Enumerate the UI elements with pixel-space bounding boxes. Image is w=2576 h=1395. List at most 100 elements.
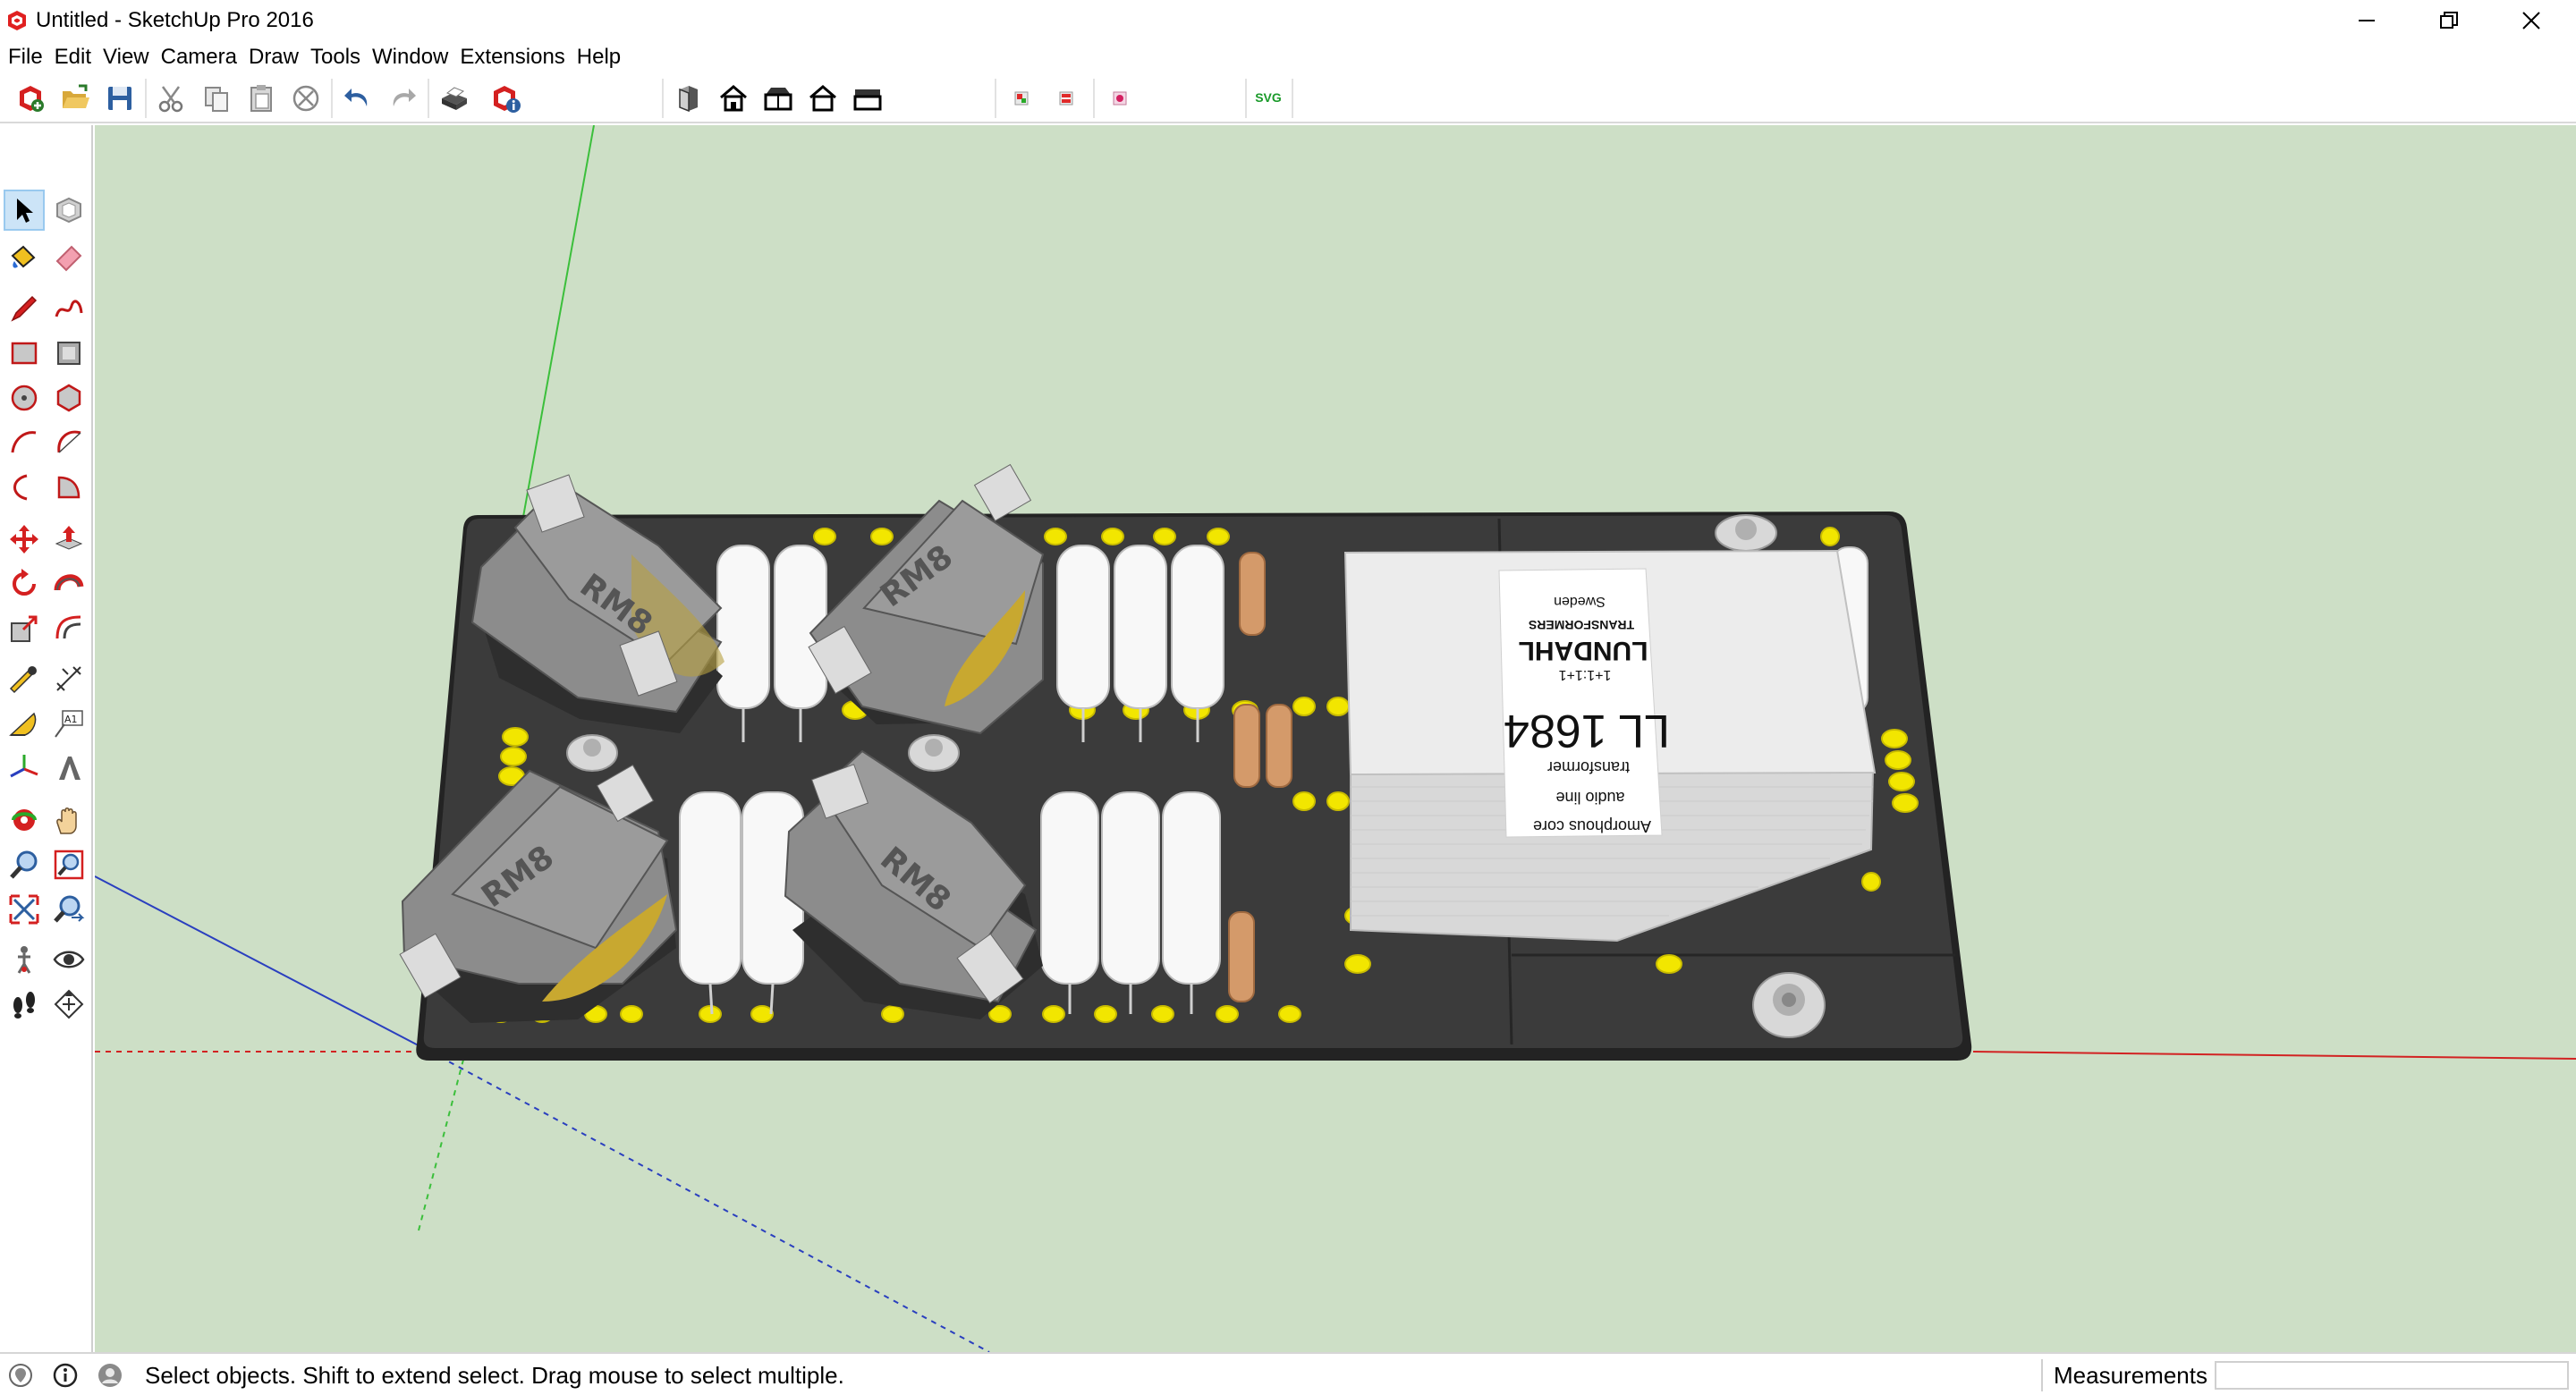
minimize-button[interactable] (2326, 0, 2408, 41)
paint-bucket-tool-button[interactable] (4, 236, 45, 277)
follow-me-icon (54, 574, 84, 591)
iso-view-button[interactable] (669, 79, 708, 118)
print-button[interactable] (435, 79, 474, 118)
open-button[interactable] (55, 79, 95, 118)
menu-edit[interactable]: Edit (54, 45, 92, 69)
close-button[interactable] (2490, 0, 2572, 41)
pan-hand-icon (56, 807, 77, 834)
scale-tool-button[interactable] (4, 608, 45, 649)
user-account-button[interactable] (95, 1360, 125, 1391)
credits-info-button[interactable] (50, 1360, 80, 1391)
paint-bucket-icon (11, 245, 36, 268)
dimension-icon (56, 666, 81, 691)
right-view-button[interactable] (803, 79, 843, 118)
window-title: Untitled - SketchUp Pro 2016 (36, 8, 314, 32)
cut-icon (158, 86, 183, 113)
scale-icon (11, 615, 38, 642)
text-tool-button[interactable]: A1 (48, 703, 89, 744)
make-component-tool-button[interactable] (48, 190, 89, 231)
export-red-button[interactable] (1046, 79, 1086, 118)
polygon-tool-button[interactable] (48, 377, 89, 418)
orbit-tool-button[interactable] (4, 799, 45, 841)
position-camera-tool-button[interactable] (4, 939, 45, 980)
redo-button[interactable] (383, 79, 422, 118)
print-icon (442, 87, 467, 110)
look-around-tool-button[interactable] (48, 939, 89, 980)
zoom-previous-tool-button[interactable] (48, 889, 89, 930)
rotate-tool-button[interactable] (4, 563, 45, 604)
front-view-button[interactable] (758, 79, 798, 118)
menu-view[interactable]: View (103, 45, 149, 69)
lundahl-transformer: Sweden TRANSFORMERS LUNDAHL 1+1:1+1 LL 1… (1343, 549, 1877, 943)
pie-tool-button[interactable] (48, 467, 89, 508)
svg-export-button[interactable]: SVG (1249, 79, 1288, 118)
line-tool-button[interactable] (4, 288, 45, 329)
push-pull-tool-button[interactable] (48, 519, 89, 560)
mounting-screws (566, 514, 1826, 1038)
export-green-button[interactable] (1002, 79, 1041, 118)
paste-button[interactable] (242, 79, 281, 118)
label-line-5: LL 1684 (1504, 705, 1670, 757)
label-line-3: LUNDAHL (1519, 636, 1648, 665)
arc-tool-button[interactable] (4, 422, 45, 463)
measurements-input[interactable] (2215, 1361, 2569, 1390)
back-view-button[interactable] (848, 79, 887, 118)
menu-file[interactable]: File (8, 45, 43, 69)
restore-button[interactable] (2408, 0, 2490, 41)
look-around-icon (53, 951, 85, 968)
section-plane-tool-button[interactable] (48, 984, 89, 1025)
top-view-button[interactable] (714, 79, 753, 118)
rectangle-tool-button[interactable] (4, 333, 45, 374)
export-red-icon (1059, 91, 1073, 106)
menu-draw[interactable]: Draw (248, 45, 299, 69)
select-tool-button[interactable] (4, 190, 45, 231)
eraser-tool-button[interactable] (48, 236, 89, 277)
cut-button[interactable] (152, 79, 191, 118)
3d-text-tool-button[interactable] (48, 748, 89, 789)
dimension-tool-button[interactable] (48, 658, 89, 699)
zoom-extents-tool-button[interactable] (4, 889, 45, 930)
undo-button[interactable] (338, 79, 377, 118)
menu-window[interactable]: Window (372, 45, 449, 69)
erase-selection-button[interactable] (286, 79, 326, 118)
freehand-tool-button[interactable] (48, 288, 89, 329)
title-bar: Untitled - SketchUp Pro 2016 (0, 0, 2576, 41)
push-pull-icon (55, 526, 83, 550)
zoom-window-tool-button[interactable] (48, 844, 89, 885)
rm8-coil-3: RM8 (399, 764, 678, 1023)
rm8-coil-1: RM8 (470, 474, 724, 733)
offset-tool-button[interactable] (48, 608, 89, 649)
freehand-icon (55, 300, 83, 317)
pan-tool-button[interactable] (48, 799, 89, 841)
move-tool-button[interactable] (4, 519, 45, 560)
menu-tools[interactable]: Tools (310, 45, 361, 69)
two-point-arc-icon (57, 430, 81, 453)
walk-tool-button[interactable] (4, 984, 45, 1025)
protractor-tool-button[interactable] (4, 703, 45, 744)
new-model-button[interactable] (11, 79, 50, 118)
orbit-icon (12, 809, 37, 831)
follow-me-tool-button[interactable] (48, 563, 89, 604)
export-pink-button[interactable] (1100, 79, 1140, 118)
export-pink-icon (1113, 91, 1127, 106)
two-point-arc-tool-button[interactable] (48, 422, 89, 463)
circle-tool-button[interactable] (4, 377, 45, 418)
menu-help[interactable]: Help (576, 45, 622, 69)
open-folder-icon (63, 84, 89, 108)
model-viewport[interactable]: RM8 RM8 RM8 (95, 125, 2576, 1352)
rotated-rectangle-tool-button[interactable] (48, 333, 89, 374)
tape-measure-tool-button[interactable] (4, 658, 45, 699)
model-info-button[interactable] (487, 79, 526, 118)
axes-icon (10, 755, 38, 778)
axes-tool-button[interactable] (4, 748, 45, 789)
copy-button[interactable] (197, 79, 236, 118)
menu-camera[interactable]: Camera (160, 45, 237, 69)
save-button[interactable] (100, 79, 140, 118)
geo-location-button[interactable] (5, 1360, 36, 1391)
select-arrow-icon (17, 199, 33, 223)
blue-axis-negative (429, 1051, 990, 1352)
three-point-arc-tool-button[interactable] (4, 467, 45, 508)
menu-extensions[interactable]: Extensions (460, 45, 565, 69)
polygon-icon (56, 384, 81, 412)
zoom-tool-button[interactable] (4, 844, 45, 885)
